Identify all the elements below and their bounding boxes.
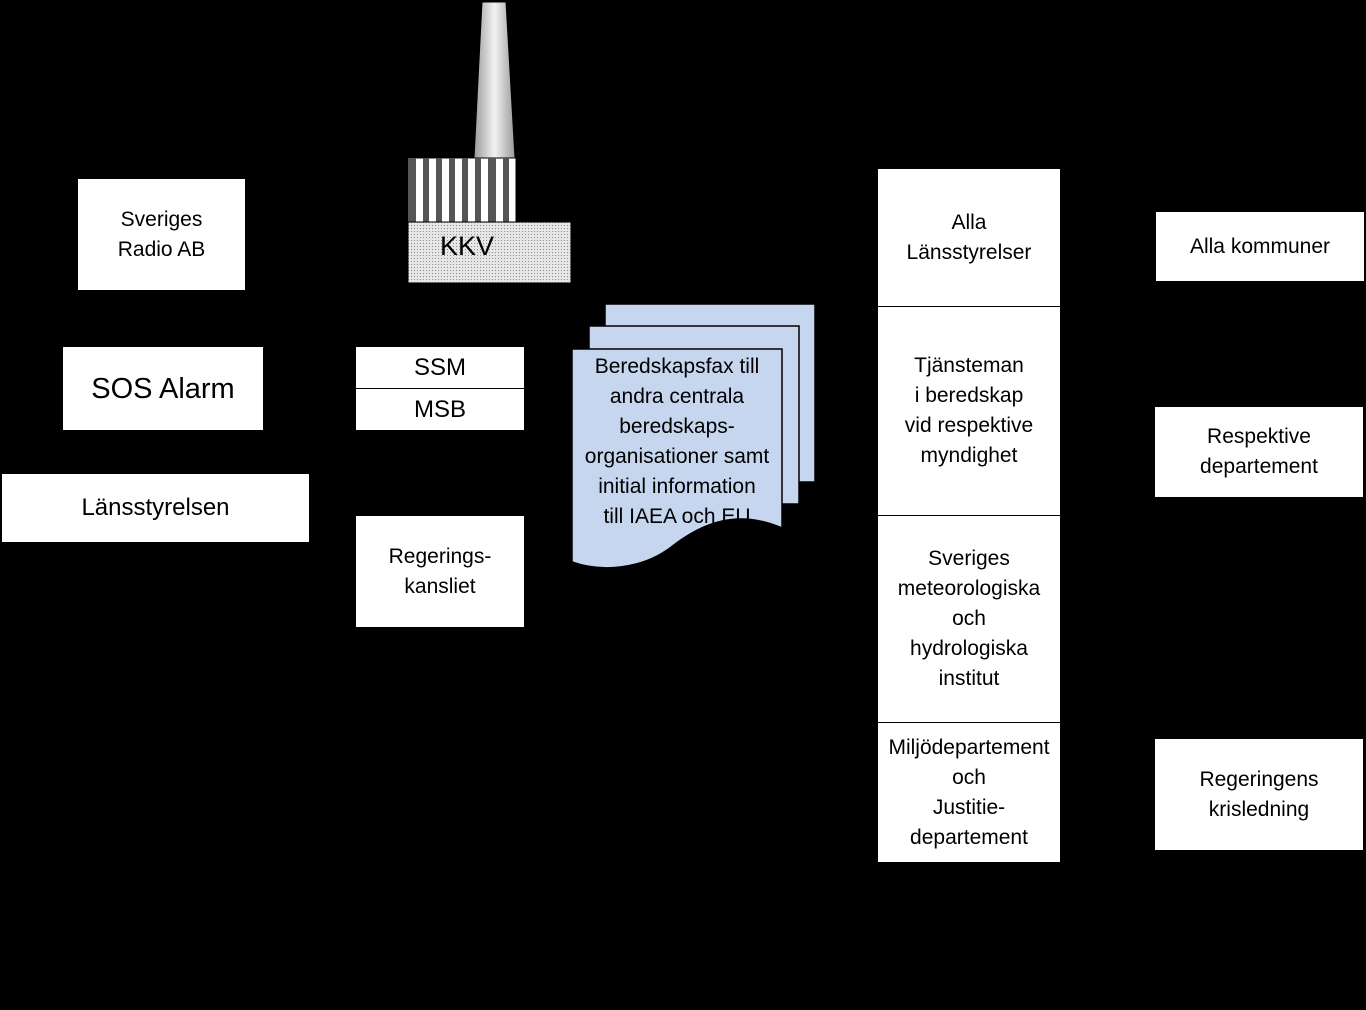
regeringens-krisledning-box: Regeringens krisledning bbox=[1154, 738, 1364, 851]
kkv-building bbox=[407, 221, 572, 284]
alla-lansstyrelser-box: Alla Länsstyrelser bbox=[877, 168, 1061, 307]
tjansteman-label: Tjänsteman i beredskap vid respektive my… bbox=[904, 354, 1034, 467]
sos-alarm-box: SOS Alarm bbox=[62, 346, 264, 431]
respektive-departement-label: Respektive departement bbox=[1200, 425, 1318, 478]
beredskapsfax-text: Beredskapsfax till andra centrala bereds… bbox=[584, 355, 770, 528]
lansstyrelsen-label: Länsstyrelsen bbox=[81, 494, 230, 521]
sveriges-radio-box: Sveriges Radio AB bbox=[77, 178, 246, 291]
sos-alarm-label: SOS Alarm bbox=[91, 372, 235, 405]
respektive-departement-box: Respektive departement bbox=[1154, 406, 1364, 498]
msb-box: MSB bbox=[355, 388, 525, 431]
recipients-stack: Alla Länsstyrelser Tjänsteman i beredska… bbox=[877, 168, 1061, 863]
ssm-label: SSM bbox=[413, 353, 466, 381]
alla-lansstyrelser-label: Alla Länsstyrelser bbox=[906, 210, 1032, 264]
tjansteman-box: Tjänsteman i beredskap vid respektive my… bbox=[877, 306, 1061, 516]
fax-document-stack bbox=[571, 303, 816, 569]
reactor-building-columns bbox=[407, 157, 517, 223]
alla-kommuner-box: Alla kommuner bbox=[1155, 211, 1365, 282]
msb-label: MSB bbox=[413, 395, 466, 423]
regeringskansliet-box: Regerings- kansliet bbox=[355, 515, 525, 628]
chimney-stack bbox=[473, 1, 516, 159]
ssm-box: SSM bbox=[355, 346, 525, 389]
lansstyrelsen-box: Länsstyrelsen bbox=[1, 473, 310, 543]
sveriges-radio-label: Sveriges Radio AB bbox=[117, 207, 206, 261]
kkv-label: KKV bbox=[439, 231, 495, 261]
miljodepartement-box: Miljödepartement och Justitie- departeme… bbox=[877, 722, 1061, 863]
alla-kommuner-label: Alla kommuner bbox=[1189, 234, 1331, 258]
regeringskansliet-label: Regerings- kansliet bbox=[388, 544, 492, 598]
regeringens-krisledning-label: Regeringens krisledning bbox=[1199, 767, 1319, 821]
miljodepartement-label: Miljödepartement och Justitie- departeme… bbox=[888, 735, 1050, 849]
smhi-box: Sveriges meteorologiska och hydrologiska… bbox=[877, 515, 1061, 723]
smhi-label: Sveriges meteorologiska och hydrologiska… bbox=[897, 547, 1041, 690]
